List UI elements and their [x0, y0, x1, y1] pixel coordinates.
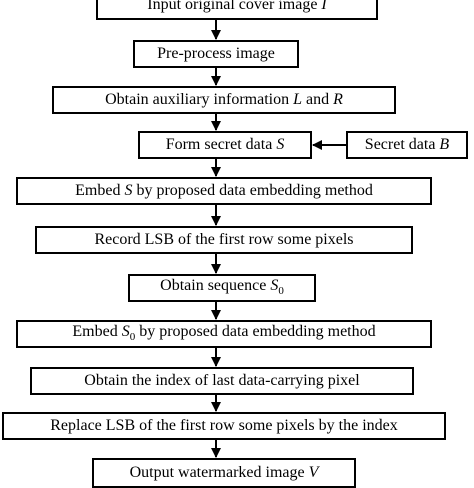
node-replace-lsb: Replace LSB of the first row some pixels… [2, 412, 446, 440]
node-embed-s: Embed S by proposed data embedding metho… [16, 177, 432, 205]
node-obtain-index: Obtain the index of last data-carrying p… [30, 367, 414, 395]
node-obtain-auxiliary-information: Obtain auxiliary information L and R [52, 86, 396, 114]
node-output-watermarked-image: Output watermarked image V [92, 458, 356, 488]
node-embed-s0: Embed S0 by proposed data embedding meth… [16, 320, 432, 348]
node-pre-process-image: Pre-process image [133, 40, 299, 68]
node-record-lsb: Record LSB of the first row some pixels [35, 226, 413, 254]
node-obtain-sequence: Obtain sequence S0 [128, 274, 316, 302]
node-input-cover-image: Input original cover image I [96, 0, 378, 20]
node-form-secret-data: Form secret data S [138, 131, 312, 159]
node-secret-data-b: Secret data B [346, 131, 468, 159]
